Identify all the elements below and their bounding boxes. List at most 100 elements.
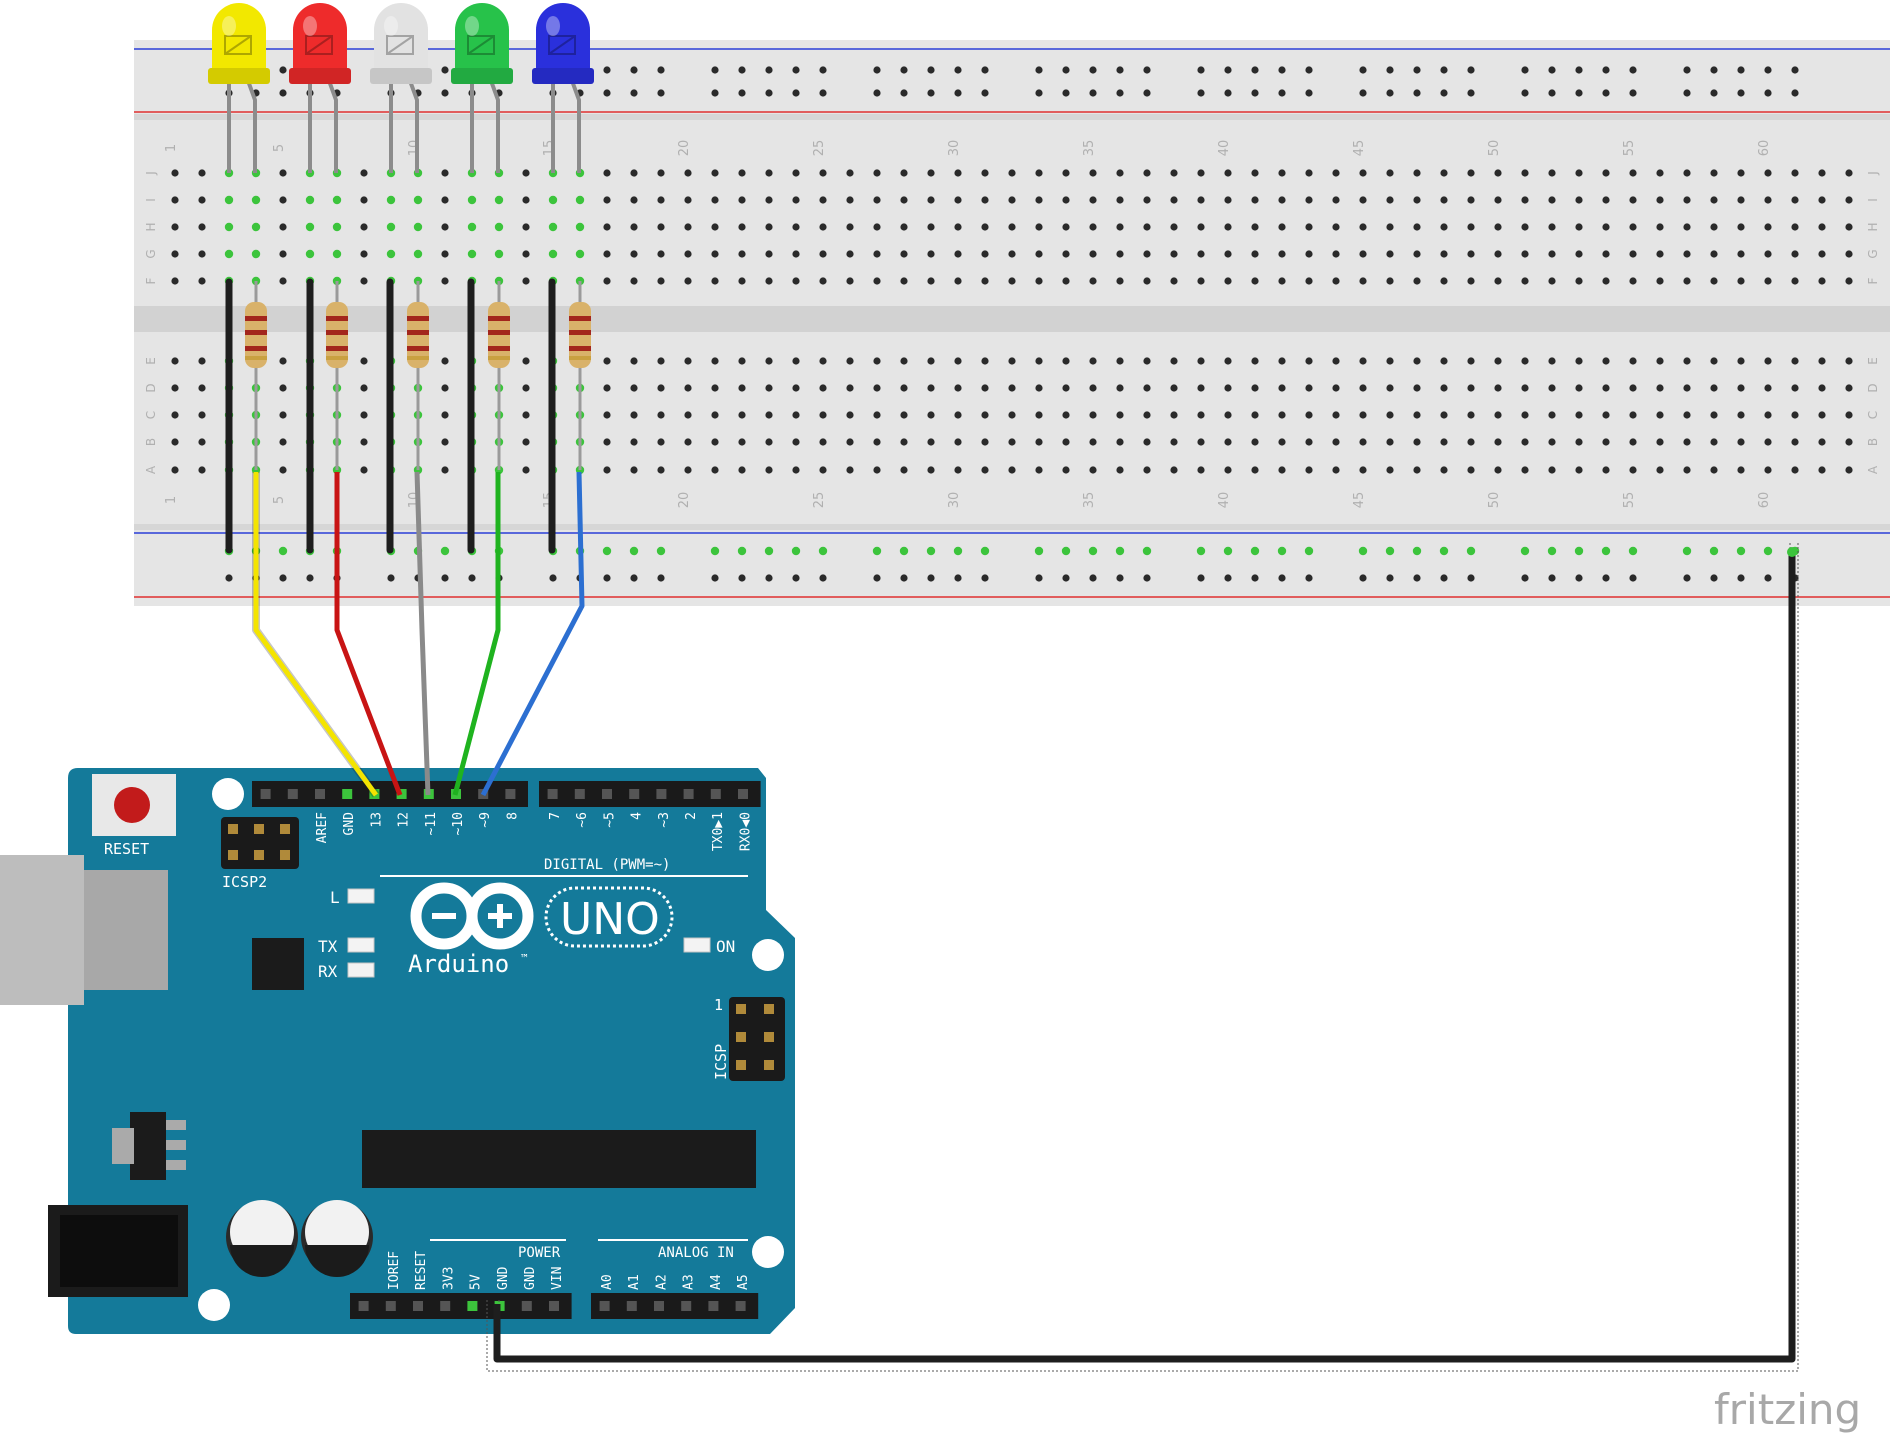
breadboard-hole[interactable] [360, 223, 368, 231]
breadboard-hole[interactable] [1494, 357, 1502, 365]
breadboard-hole[interactable] [1197, 250, 1205, 258]
breadboard-hole[interactable] [1791, 250, 1799, 258]
breadboard-hole[interactable] [819, 411, 827, 419]
breadboard-hole-connected[interactable] [332, 249, 342, 259]
breadboard-hole[interactable] [1440, 169, 1448, 177]
breadboard-hole[interactable] [765, 196, 773, 204]
breadboard-hole[interactable] [1251, 277, 1259, 285]
breadboard-hole[interactable] [1089, 196, 1097, 204]
header-pin[interactable] [681, 1301, 692, 1311]
breadboard-hole[interactable] [981, 357, 989, 365]
breadboard-hole[interactable] [1062, 66, 1070, 74]
breadboard-hole[interactable] [1602, 89, 1610, 97]
breadboard-hole[interactable] [738, 357, 746, 365]
breadboard-hole[interactable] [1575, 277, 1583, 285]
breadboard-hole[interactable] [198, 466, 206, 474]
breadboard-hole-connected[interactable] [1628, 546, 1638, 556]
breadboard-hole[interactable] [873, 223, 881, 231]
breadboard-hole[interactable] [1818, 438, 1826, 446]
breadboard-hole[interactable] [981, 223, 989, 231]
breadboard-hole[interactable] [1089, 438, 1097, 446]
breadboard-hole[interactable] [198, 384, 206, 392]
breadboard-hole[interactable] [441, 466, 449, 474]
wire-yellow-pin13[interactable] [253, 472, 379, 797]
header-pin[interactable] [683, 789, 694, 799]
breadboard-hole[interactable] [1440, 411, 1448, 419]
breadboard-hole[interactable] [1656, 357, 1664, 365]
header-pin[interactable] [602, 789, 612, 799]
breadboard-hole[interactable] [1683, 66, 1691, 74]
breadboard-hole[interactable] [603, 574, 611, 582]
breadboard-hole[interactable] [1089, 89, 1097, 97]
breadboard-hole[interactable] [1440, 277, 1448, 285]
breadboard-hole[interactable] [927, 66, 935, 74]
breadboard-hole[interactable] [1116, 277, 1124, 285]
breadboard-hole-connected[interactable] [1520, 546, 1530, 556]
breadboard-hole[interactable] [927, 466, 935, 474]
breadboard-hole[interactable] [603, 196, 611, 204]
breadboard-hole[interactable] [1548, 223, 1556, 231]
breadboard-hole[interactable] [846, 438, 854, 446]
breadboard-hole[interactable] [1116, 250, 1124, 258]
breadboard-hole[interactable] [1062, 438, 1070, 446]
breadboard-hole[interactable] [1062, 574, 1070, 582]
resistor[interactable] [245, 281, 267, 470]
breadboard-hole[interactable] [1386, 411, 1394, 419]
breadboard-hole[interactable] [279, 438, 287, 446]
breadboard-hole[interactable] [1764, 438, 1772, 446]
breadboard-hole-connected[interactable] [737, 546, 747, 556]
breadboard-hole[interactable] [1629, 384, 1637, 392]
breadboard-hole[interactable] [1251, 89, 1259, 97]
breadboard-hole[interactable] [954, 66, 962, 74]
breadboard-hole[interactable] [900, 277, 908, 285]
breadboard-hole[interactable] [1035, 66, 1043, 74]
breadboard-hole[interactable] [1575, 466, 1583, 474]
breadboard-hole[interactable] [1224, 466, 1232, 474]
breadboard-hole[interactable] [1764, 89, 1772, 97]
breadboard-hole[interactable] [738, 250, 746, 258]
breadboard-hole[interactable] [1521, 466, 1529, 474]
breadboard-hole-connected[interactable] [494, 195, 504, 205]
breadboard-hole-connected[interactable] [764, 546, 774, 556]
breadboard-hole[interactable] [1413, 357, 1421, 365]
breadboard-hole[interactable] [1089, 223, 1097, 231]
breadboard-hole[interactable] [630, 89, 638, 97]
breadboard-hole[interactable] [1737, 357, 1745, 365]
breadboard-hole[interactable] [171, 384, 179, 392]
breadboard-hole[interactable] [630, 466, 638, 474]
breadboard-hole[interactable] [630, 66, 638, 74]
breadboard-hole[interactable] [900, 357, 908, 365]
breadboard-hole[interactable] [1710, 438, 1718, 446]
breadboard-hole[interactable] [900, 384, 908, 392]
breadboard-hole[interactable] [657, 574, 665, 582]
resistor[interactable] [407, 281, 429, 470]
breadboard-hole-connected[interactable] [1736, 546, 1746, 556]
breadboard-hole[interactable] [1629, 89, 1637, 97]
breadboard-hole[interactable] [1116, 438, 1124, 446]
breadboard-hole[interactable] [1629, 438, 1637, 446]
breadboard-hole[interactable] [765, 384, 773, 392]
breadboard-hole[interactable] [1791, 223, 1799, 231]
breadboard-hole[interactable] [1521, 196, 1529, 204]
breadboard-hole[interactable] [657, 250, 665, 258]
breadboard-hole[interactable] [1683, 169, 1691, 177]
breadboard-hole[interactable] [1197, 196, 1205, 204]
breadboard-hole[interactable] [1845, 169, 1853, 177]
resistor[interactable] [488, 281, 510, 470]
breadboard-hole[interactable] [1359, 438, 1367, 446]
breadboard-hole[interactable] [1656, 466, 1664, 474]
breadboard-hole[interactable] [1332, 411, 1340, 419]
breadboard-hole[interactable] [1143, 250, 1151, 258]
header-pin[interactable] [735, 1301, 746, 1311]
breadboard-hole[interactable] [738, 574, 746, 582]
breadboard-hole[interactable] [1521, 66, 1529, 74]
breadboard-hole[interactable] [1521, 223, 1529, 231]
breadboard-hole-connected[interactable] [251, 222, 261, 232]
breadboard-hole[interactable] [1278, 574, 1286, 582]
breadboard-hole[interactable] [522, 169, 530, 177]
breadboard-hole[interactable] [1251, 357, 1259, 365]
breadboard-hole[interactable] [1737, 66, 1745, 74]
wire-red-pin12[interactable] [334, 472, 403, 796]
header-pin[interactable] [574, 789, 585, 799]
header-pin[interactable] [521, 1301, 532, 1311]
